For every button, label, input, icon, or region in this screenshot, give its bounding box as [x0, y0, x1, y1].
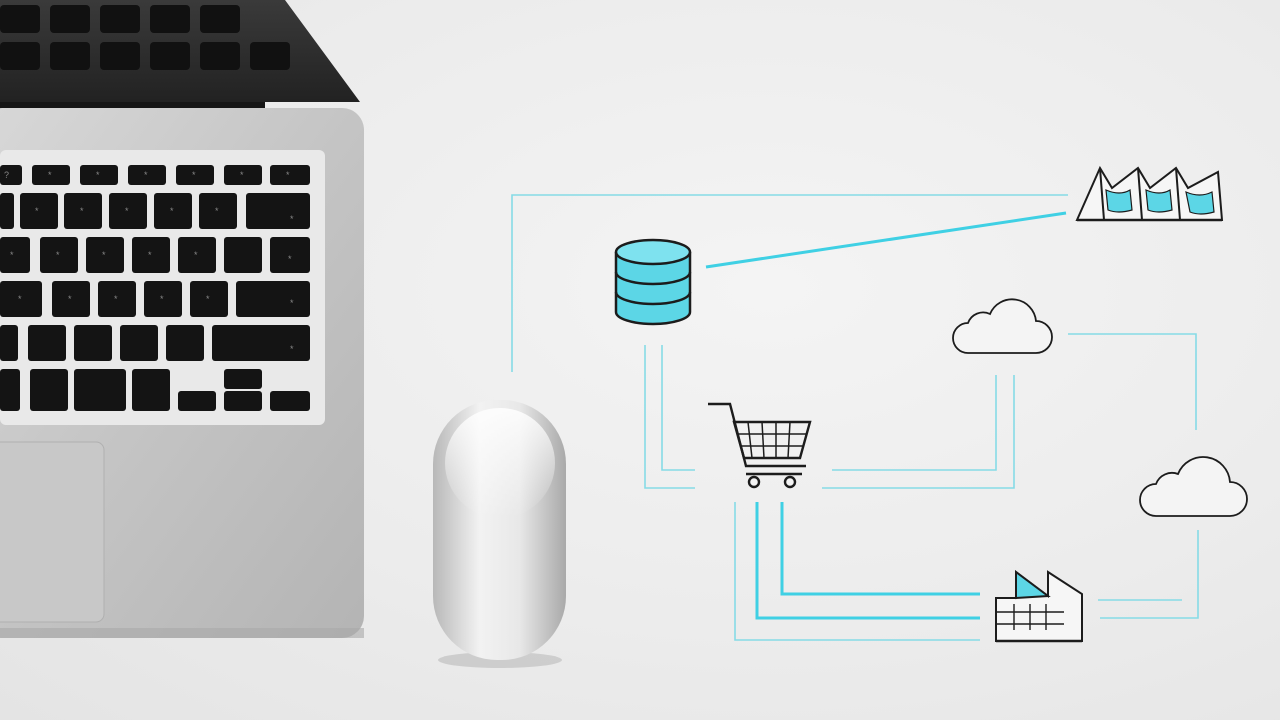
svg-text:*: *	[170, 206, 174, 216]
laptop-edge	[0, 628, 364, 638]
factory-icon-top	[1075, 165, 1224, 222]
keyboard	[0, 165, 310, 411]
svg-text:*: *	[18, 294, 22, 304]
svg-text:*: *	[215, 206, 219, 216]
svg-text:*: *	[102, 250, 106, 260]
cloud-icon-lower	[1139, 456, 1248, 517]
key-legends: ? * * * * * * * * * * * * * * * * * * * * * * * * *	[4, 170, 294, 354]
svg-text:*: *	[35, 206, 39, 216]
svg-text:?: ?	[4, 170, 9, 180]
svg-text:*: *	[290, 214, 294, 224]
accent-lines	[705, 211, 1067, 620]
trackpad	[0, 441, 105, 623]
cloud-icon-upper	[952, 298, 1053, 354]
svg-text:*: *	[10, 250, 14, 260]
svg-text:*: *	[290, 344, 294, 354]
svg-text:*: *	[80, 206, 84, 216]
svg-text:*: *	[192, 170, 196, 180]
shopping-cart-icon	[708, 402, 812, 489]
svg-text:*: *	[96, 170, 100, 180]
svg-text:*: *	[286, 170, 290, 180]
svg-text:*: *	[48, 170, 52, 180]
svg-text:*: *	[56, 250, 60, 260]
factory-icon-bottom	[995, 570, 1083, 643]
svg-text:*: *	[114, 294, 118, 304]
database-icon	[614, 238, 692, 326]
svg-text:*: *	[290, 298, 294, 308]
svg-text:*: *	[144, 170, 148, 180]
mouse-highlight	[445, 408, 555, 518]
svg-text:*: *	[288, 254, 292, 264]
svg-text:*: *	[160, 294, 164, 304]
svg-text:*: *	[194, 250, 198, 260]
svg-text:*: *	[68, 294, 72, 304]
svg-text:*: *	[125, 206, 129, 216]
svg-text:*: *	[206, 294, 210, 304]
svg-text:*: *	[148, 250, 152, 260]
connector-lines	[511, 194, 1199, 641]
laptop-top-keys	[0, 5, 290, 70]
svg-text:*: *	[240, 170, 244, 180]
